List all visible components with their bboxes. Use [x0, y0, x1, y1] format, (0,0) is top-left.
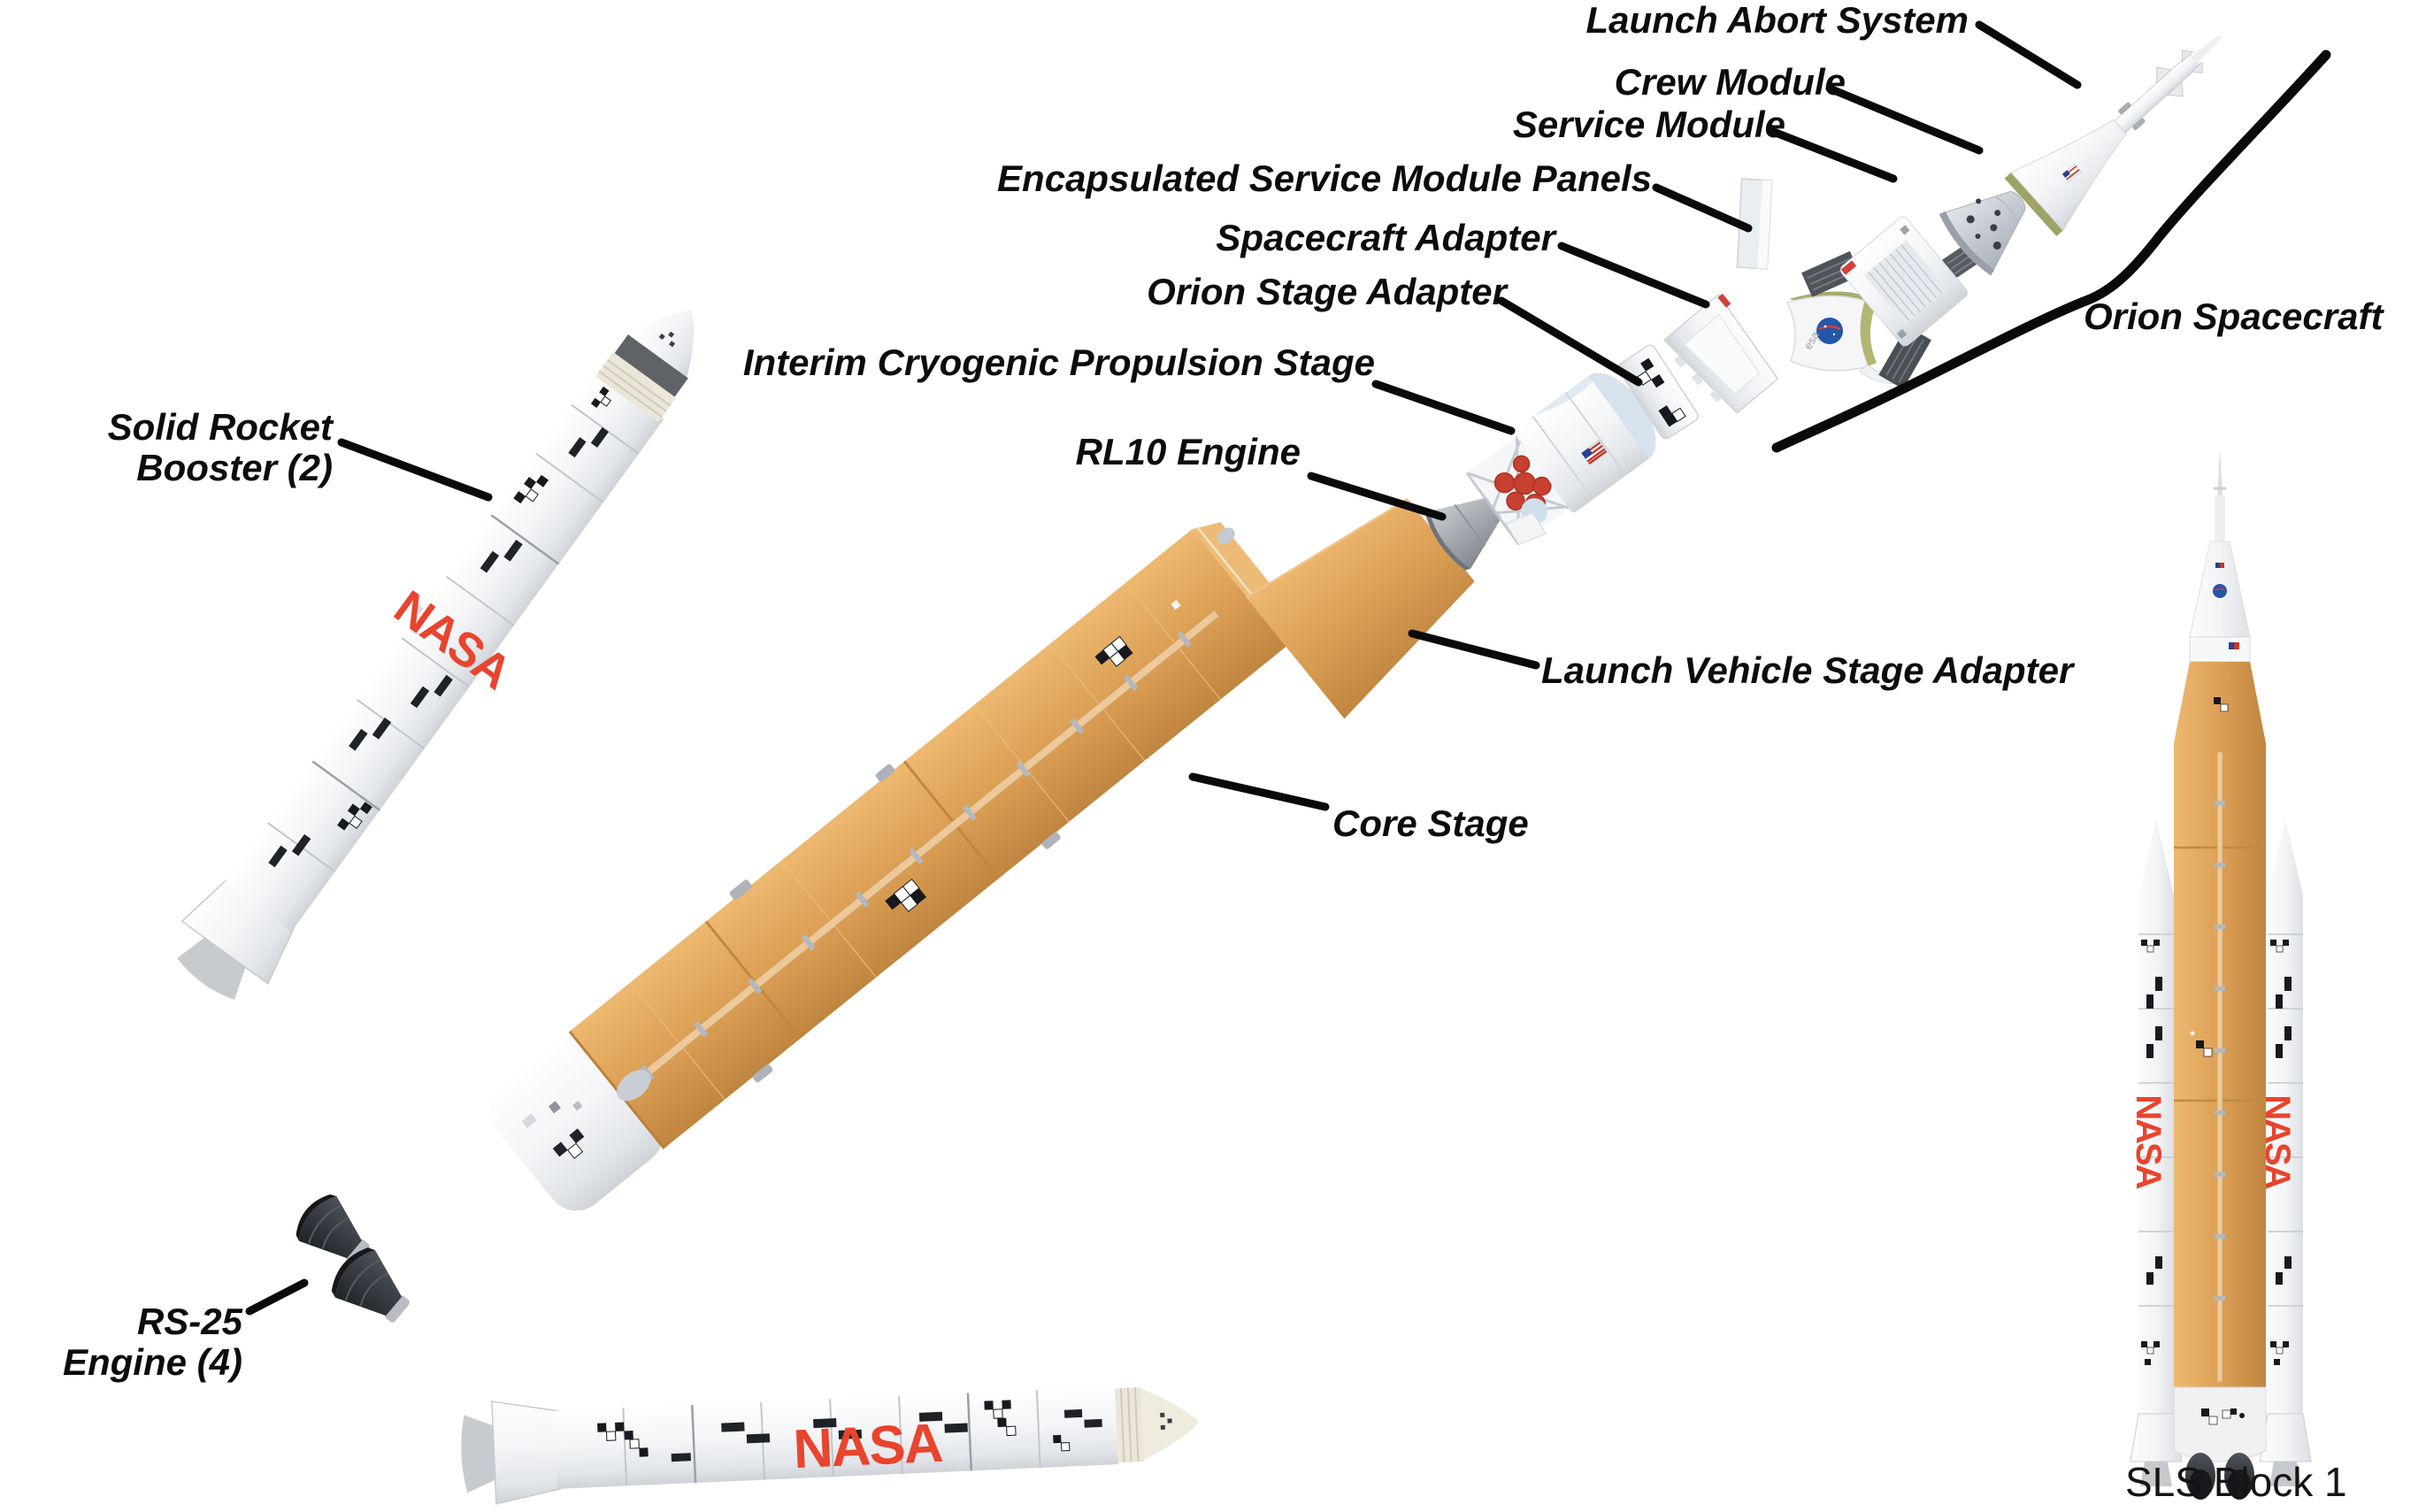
srb-body: [224, 370, 664, 933]
label-core-stage: Core Stage: [1332, 802, 1529, 844]
rl10-nozzle-mouth: [1425, 510, 1471, 571]
srb2-nozzle: [461, 1415, 497, 1493]
srb-nozzle: [177, 936, 247, 1001]
leader-launch-abort-system: [1975, 20, 2082, 89]
orion-stage-adapter-piece: [1617, 344, 1699, 440]
sls-las-needle: [2217, 448, 2223, 500]
icps-truss-section: [1465, 434, 1572, 546]
srb2-aft-skirt: [491, 1401, 563, 1505]
core-orange-tank: [569, 529, 1287, 1149]
srb-nose-cone: [629, 310, 695, 378]
leader-icps: [1371, 380, 1516, 435]
las-tower: [2114, 52, 2201, 134]
las-flag-icon: [2061, 164, 2082, 182]
srb-checkerboard-markings: [337, 386, 611, 831]
caption-sls-block-1: SLS Block 1: [2125, 1459, 2347, 1505]
sls-block1-rocket: NASA NASA: [2129, 448, 2312, 1500]
icps-aux-box: [1505, 511, 1547, 546]
sls-core-tunnel: [2216, 751, 2223, 1383]
label-rs25-line2: Engine (4): [62, 1341, 242, 1384]
leader-core-stage: [1188, 772, 1330, 811]
orion-spacecraft-brace: [1771, 50, 2331, 453]
label-launch-abort-system: Launch Abort System: [1585, 0, 1969, 41]
core-stage-exploded: [489, 522, 1300, 1211]
label-crew-module: Crew Module: [1614, 61, 1846, 103]
srb-nose-dots: [658, 331, 676, 348]
sls-nasa-meatball: [2213, 584, 2227, 598]
label-icps: Interim Cryogenic Propulsion Stage: [742, 342, 1375, 383]
label-service-module: Service Module: [1512, 104, 1785, 145]
core-tunnel-fairing: [617, 1070, 651, 1101]
srb2-black-dash-markings: [671, 1408, 1102, 1462]
rs25-engine-2: [331, 1247, 410, 1323]
core-tunnel-clamps: [640, 631, 1193, 1081]
sls-adapter-band: [2189, 636, 2251, 663]
nasa-worm-logo-bottom: NASA: [792, 1413, 944, 1480]
us-flag-icon: [1580, 440, 1608, 465]
sls-las-tower: [2215, 495, 2225, 541]
label-esm-panels: Encapsulated Service Module Panels: [997, 157, 1652, 199]
solid-rocket-booster-bottom: NASA: [461, 1386, 1200, 1505]
sls-engine-section: [2173, 1386, 2267, 1462]
sls-left-booster: NASA: [2129, 819, 2183, 1486]
srb2-nose-cone: [1140, 1388, 1200, 1460]
lvsa-cone: [1246, 498, 1475, 719]
core-checker-markings: [885, 599, 1181, 913]
sm-red-mark: [1840, 260, 1857, 275]
fairing-olive-inner: [1860, 301, 1877, 366]
leader-lines: [245, 20, 2082, 1316]
las-needle: [2190, 34, 2223, 65]
leader-crew-module: [1825, 84, 1984, 155]
sls-core-stack: [2173, 448, 2267, 1500]
icps-lh2-dome: [1588, 372, 1656, 459]
launch-abort-system-piece: [2004, 34, 2223, 237]
rl10-engine-nozzle: [1429, 497, 1502, 569]
leader-spacecraft-adapter: [1557, 242, 1710, 309]
srb-nose-dark-band: [614, 334, 688, 397]
leader-solid-rocket-booster: [337, 438, 493, 502]
solid-rocket-booster-exploded: NASA: [177, 310, 695, 1001]
las-canards: [2156, 50, 2203, 97]
srb-black-dash-markings: [268, 426, 609, 868]
label-srb-line1: Solid Rocket: [107, 406, 333, 448]
sca-red-mark: [1717, 293, 1731, 308]
las-abort-nozzles: [2118, 102, 2146, 130]
leader-service-module: [1767, 127, 1898, 183]
leader-rl10-engine: [1307, 472, 1447, 521]
core-hardware-nubs: [729, 764, 1061, 1083]
leader-rs25-engine: [245, 1278, 309, 1316]
nasa-worm-left-booster: NASA: [2129, 1094, 2168, 1188]
label-solid-rocket-booster: Solid Rocket Booster (2): [107, 406, 333, 489]
osa-checker-markings: [1637, 357, 1686, 427]
sca-edge-tabs: [1673, 355, 1723, 403]
core-engine-section-markings: [521, 1101, 585, 1159]
crew-module-piece: [1938, 190, 2026, 276]
nasa-meatball-icon: [1816, 318, 1843, 344]
label-lvsa: Launch Vehicle Stage Adapter: [1541, 649, 2074, 691]
label-rs25-engine: RS-25 Engine (4): [63, 1301, 242, 1383]
label-orion-stage-adapter: Orion Stage Adapter: [1147, 271, 1507, 312]
cm-windows: [1966, 198, 2001, 250]
spacecraft-adapter-piece: [1662, 293, 1779, 414]
lvsa-exploded: [1246, 497, 1475, 719]
label-rs25-line1: RS-25: [136, 1301, 242, 1342]
label-rl10-engine: RL10 Engine: [1075, 431, 1301, 472]
icps-exploded: [1425, 372, 1656, 571]
leader-lvsa: [1408, 629, 1540, 670]
sls-right-booster: NASA: [2258, 819, 2312, 1486]
label-srb-line2: Booster (2): [136, 447, 333, 489]
leader-orion-stage-adapter: [1497, 296, 1643, 387]
label-orion-spacecraft: Orion Spacecraft: [2084, 295, 2384, 337]
cm-heatshield-rim: [1939, 211, 1995, 275]
leader-esm-panels: [1652, 183, 1753, 233]
las-base-ring: [2004, 172, 2063, 237]
srb2-checkerboard-markings: [597, 1400, 1071, 1457]
label-spacecraft-adapter: Spacecraft Adapter: [1216, 217, 1555, 258]
core-forward-dome-nub: [1217, 527, 1235, 545]
sm-corrugated-panel: [1864, 240, 1947, 325]
